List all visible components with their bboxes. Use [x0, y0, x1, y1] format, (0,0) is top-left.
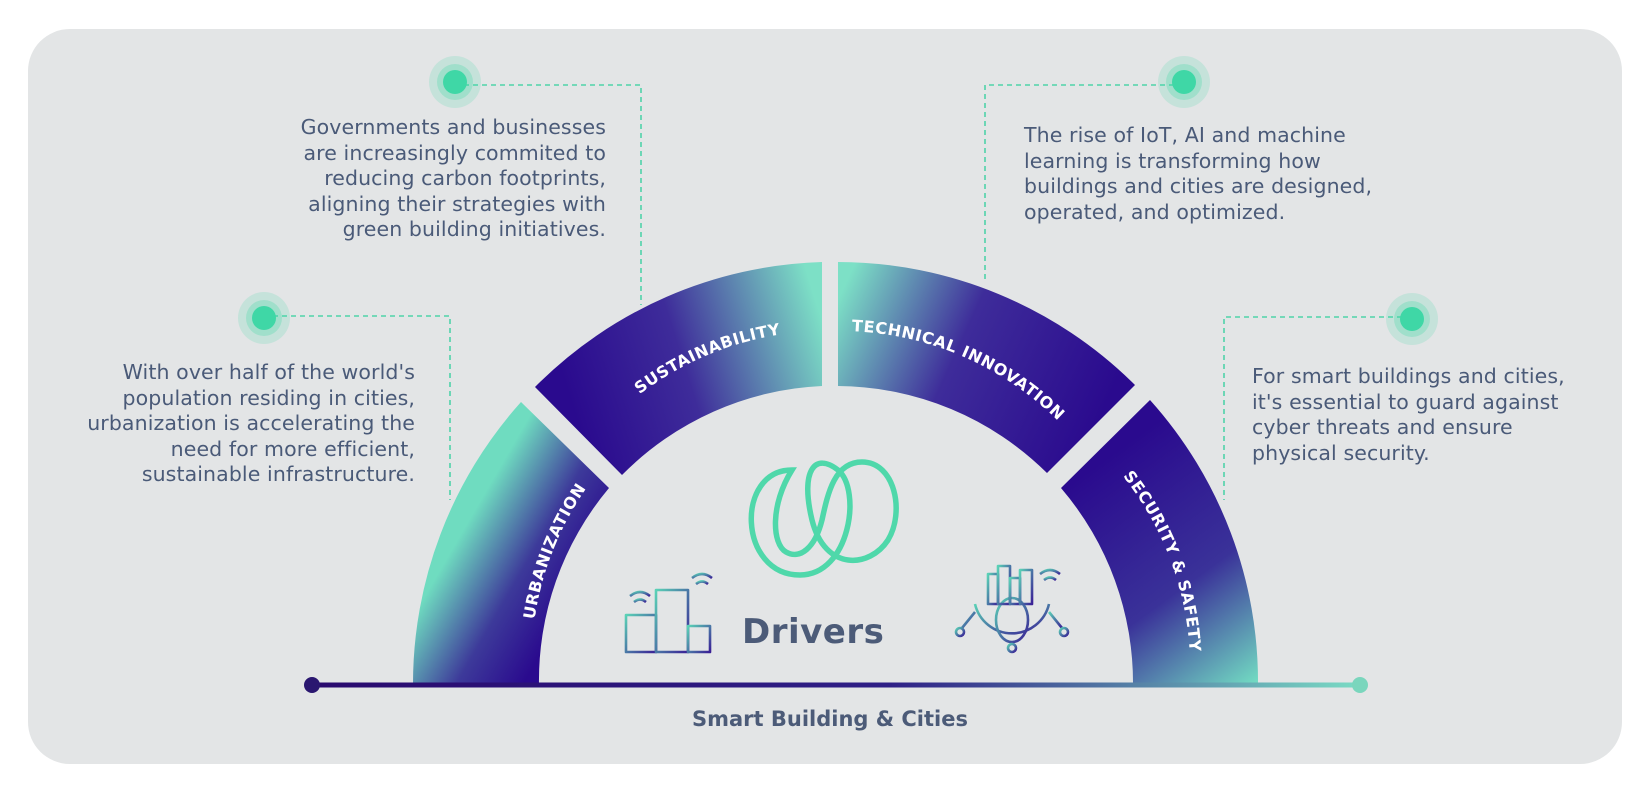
baseline-start-dot: [304, 677, 320, 693]
connector-lines: [264, 84, 1411, 500]
bottom-caption: Smart Building & Cities: [692, 707, 968, 731]
smart-city-globe-icon: [954, 564, 1070, 654]
segment-security-safety: [1061, 400, 1259, 686]
connector-urbanization: [264, 315, 451, 500]
description-sustainability: Governments and businesses are increasin…: [300, 115, 606, 241]
infinity-logo-icon: [748, 459, 899, 578]
marker-dot-security: [1386, 293, 1438, 345]
center-title: Drivers: [742, 612, 885, 652]
segment-urbanization: [412, 402, 609, 686]
baseline-end-dot: [1352, 677, 1368, 693]
smart-building-icon: [624, 570, 713, 654]
description-urbanization: With over half of the world's population…: [87, 360, 415, 486]
description-security-safety: For smart buildings and cities, it's ess…: [1252, 364, 1565, 465]
segment-sustainability: [535, 262, 822, 475]
baseline: [304, 677, 1368, 693]
marker-dot-sustainability: [429, 56, 481, 108]
marker-dot-technical-innovation: [1158, 56, 1210, 108]
segment-technical-innovation: [838, 262, 1135, 473]
connector-security: [1223, 316, 1411, 500]
arc-segments: [412, 262, 1259, 686]
description-technical-innovation: The rise of IoT, AI and machine learning…: [1024, 123, 1373, 224]
marker-dots: [238, 56, 1438, 345]
marker-dot-urbanization: [238, 292, 290, 344]
connector-technical-innovation: [984, 84, 1183, 283]
